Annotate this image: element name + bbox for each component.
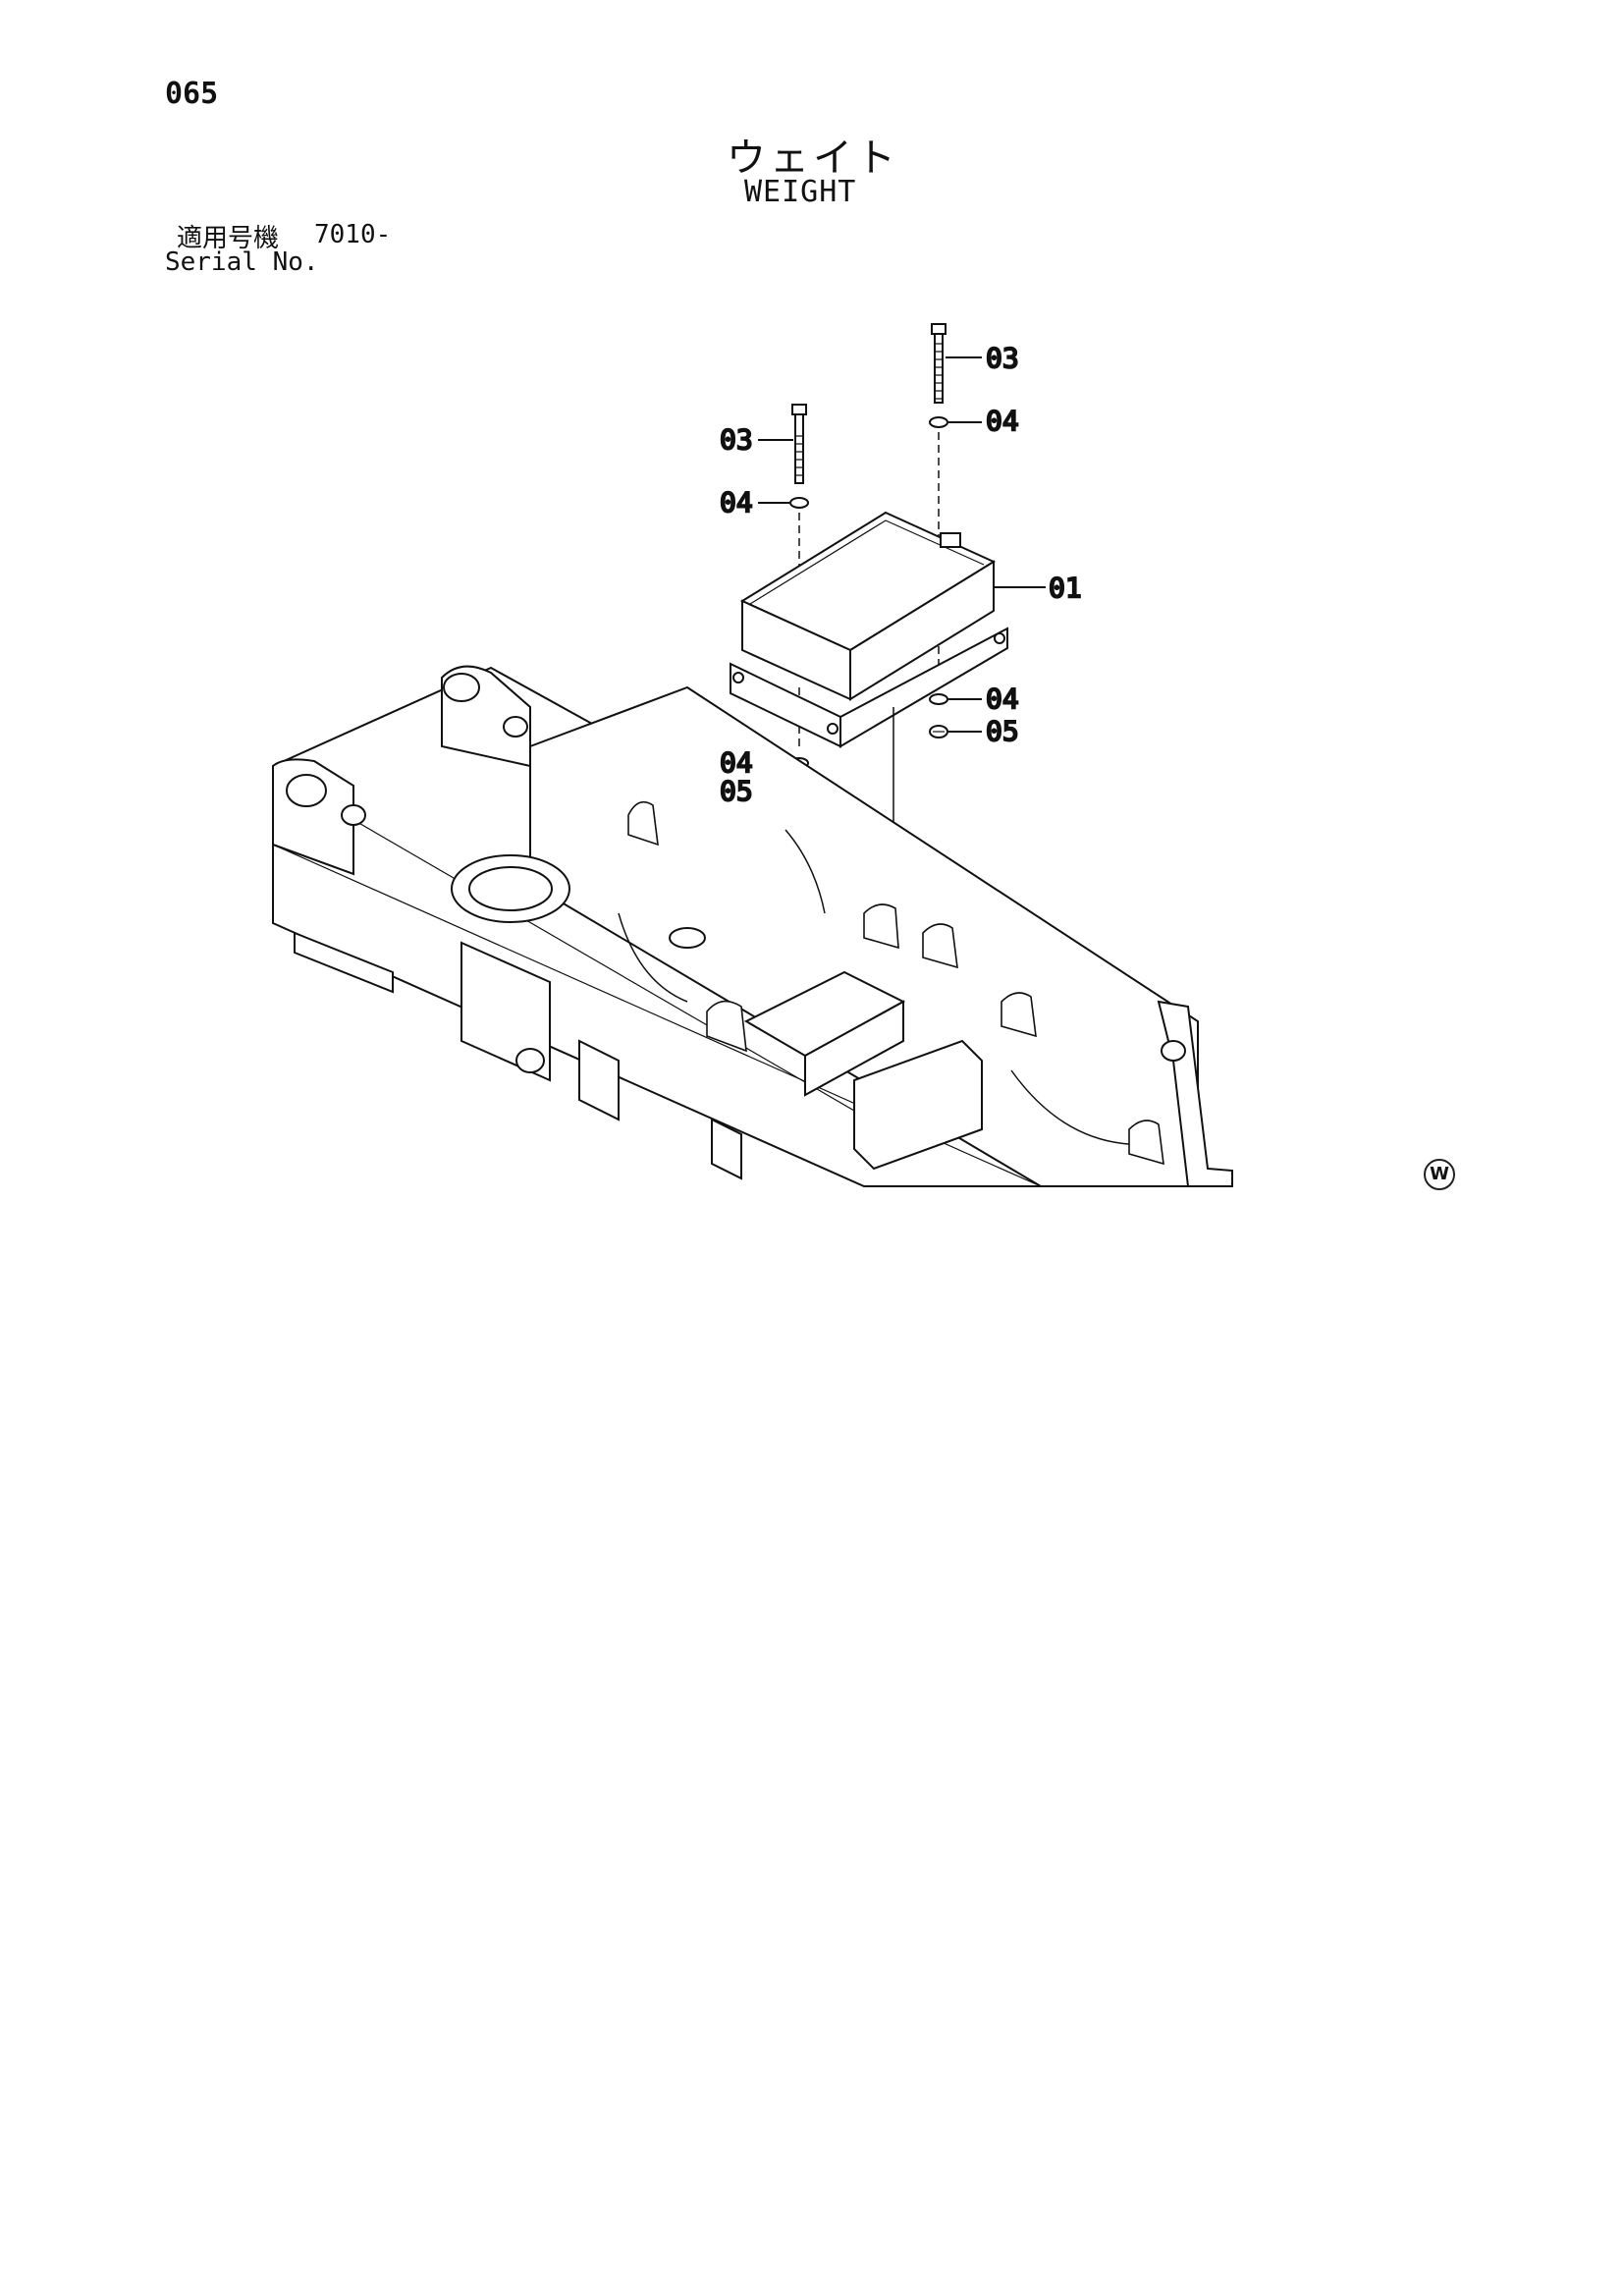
- bolt-head-icon: [791, 404, 807, 415]
- bolt-head-icon: [931, 323, 947, 335]
- page-title-japanese: ウェイト: [727, 136, 899, 181]
- callout-01: 01: [1049, 572, 1082, 604]
- main-frame: [272, 665, 1233, 1187]
- callout-labels: 03 04 01 04 05 03 04 04 05: [719, 341, 1083, 808]
- page-title-english: WEIGHT: [744, 175, 857, 209]
- watermark-seal: W: [1424, 1159, 1455, 1190]
- callout-04-right-upper: 04: [986, 405, 1019, 437]
- callout-05-left: 05: [720, 775, 753, 807]
- serial-number-value: 7010-: [314, 220, 392, 249]
- weight-block: [730, 511, 1046, 1021]
- callout-04-left-upper: 04: [720, 486, 753, 519]
- callout-03-left: 03: [720, 423, 753, 456]
- serial-label-japanese: 適用号機: [177, 224, 280, 253]
- bolt-shank-icon: [794, 413, 804, 484]
- callout-03-right: 03: [986, 342, 1019, 374]
- bolt-shank-icon: [934, 333, 944, 404]
- callout-05-right: 05: [986, 715, 1019, 747]
- page-number: 065: [165, 77, 219, 111]
- washer-icon: [929, 416, 948, 428]
- serial-label-english: Serial No.: [165, 247, 319, 277]
- callout-04-left-lower: 04: [720, 746, 753, 779]
- washer-icon: [789, 497, 809, 509]
- washer-icon: [929, 693, 948, 705]
- callout-04-right-lower: 04: [986, 683, 1019, 715]
